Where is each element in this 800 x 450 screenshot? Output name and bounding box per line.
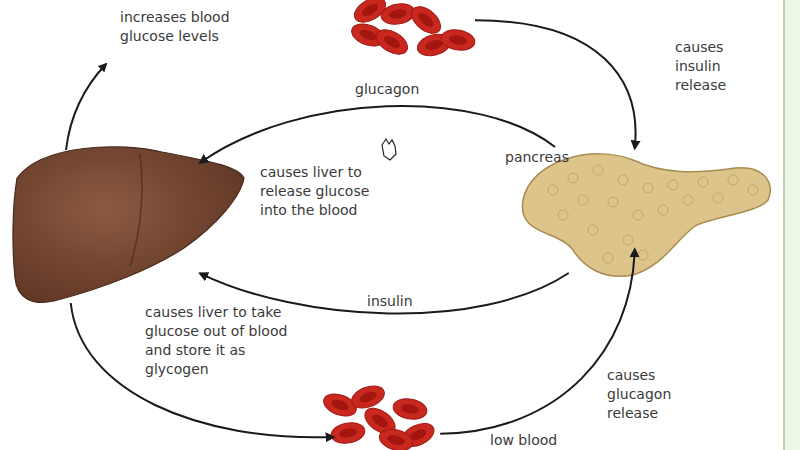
illustration-node [12, 138, 247, 303]
liver-illustration [12, 138, 247, 303]
blood-cells [340, 0, 475, 58]
annotation-text: increases blood glucose levels [120, 8, 245, 46]
node-label: low blood [490, 431, 580, 450]
flow-arrow [71, 303, 334, 437]
edge-label: insulin [367, 292, 447, 311]
page-edge [784, 0, 800, 450]
flow-arrow [200, 106, 555, 163]
blood-cells [318, 385, 443, 450]
illustration-node: pancreas [500, 140, 775, 280]
annotation-text: causes liver to take glucose out of bloo… [145, 303, 305, 379]
annotation-text: causes liver to release glucose into the… [260, 163, 400, 220]
node-label: pancreas [505, 148, 595, 167]
flow-arrow [440, 249, 635, 434]
leader-arrow [66, 64, 106, 150]
hand-cursor [382, 139, 396, 160]
edge-label: causes glucagon release [607, 366, 697, 423]
illustration-node: low blood [318, 385, 578, 450]
edge-label: glucagon [355, 80, 445, 99]
flow-arrow [475, 20, 636, 148]
edge-label: causes insulin release [675, 38, 765, 95]
page-edge-line [783, 0, 785, 450]
illustration-node [340, 0, 475, 58]
